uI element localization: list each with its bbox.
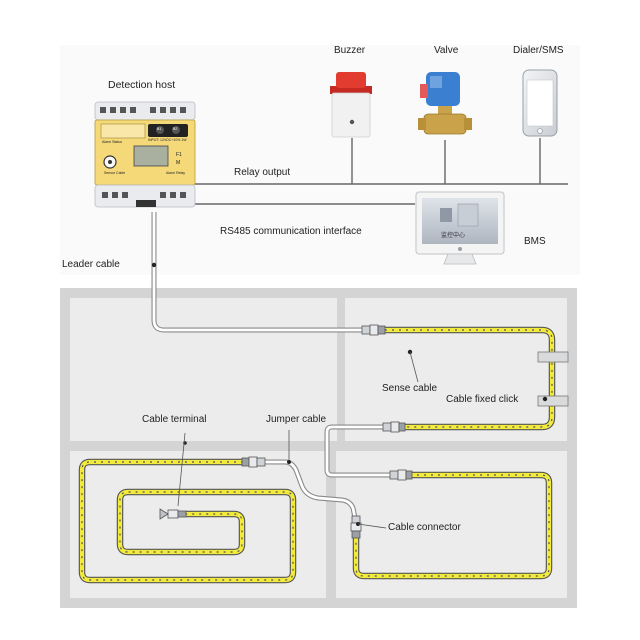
phone-device xyxy=(522,69,558,137)
connector-jumper-lower xyxy=(389,469,413,481)
host-alarm-status: Alarm Status xyxy=(102,140,123,144)
bms-screen-text: 监控中心 xyxy=(441,233,466,239)
buzzer-label: Buzzer xyxy=(334,45,366,56)
host-mark-f1: F1 xyxy=(176,152,182,158)
room-top-left xyxy=(70,298,337,441)
cable-fixed-clicks xyxy=(537,351,569,407)
detection-host-device xyxy=(94,101,196,208)
connector-jumper-upper xyxy=(382,421,406,433)
cable-terminal-end xyxy=(159,508,187,520)
dialer-label: Dialer/SMS xyxy=(513,45,564,56)
valve-device xyxy=(418,72,472,135)
connector-center-vertical xyxy=(350,515,362,539)
buzzer-device xyxy=(330,72,372,138)
bms-monitor xyxy=(415,191,505,265)
cable-terminal-label: Cable terminal xyxy=(142,414,207,425)
host-alarm-relay: Alarm Relay xyxy=(166,171,186,175)
floor-plan xyxy=(60,288,577,608)
valve-label: Valve xyxy=(434,45,459,56)
connector-bottom-left xyxy=(241,456,266,468)
host-button-b1: B1 xyxy=(157,127,162,131)
host-button-b2: B2 xyxy=(173,127,178,131)
host-sensor-cable: Sensor Cable xyxy=(104,171,126,175)
cable-connectors xyxy=(159,324,413,539)
signal-wires xyxy=(190,138,568,205)
relay-output-label: Relay output xyxy=(234,167,291,178)
rs485-label: RS485 communication interface xyxy=(220,226,362,237)
leader-cable-label: Leader cable xyxy=(62,259,120,270)
jumper-cables xyxy=(262,424,392,519)
sense-cable-label: Sense cable xyxy=(382,383,438,394)
host-mark-m: M xyxy=(176,160,181,166)
leader-cable xyxy=(151,212,362,333)
room-top-right xyxy=(345,298,567,441)
host-input-rating: INPUT: 12VDC+10% 1W xyxy=(148,138,187,142)
room-bottom-left xyxy=(70,451,326,598)
detection-host-label: Detection host xyxy=(108,79,176,91)
cable-fixed-click-label: Cable fixed click xyxy=(446,394,519,405)
connector-top-right xyxy=(361,324,386,336)
sense-cables xyxy=(78,326,556,584)
label-leader-lines xyxy=(177,351,419,529)
jumper-cable-label: Jumper cable xyxy=(266,414,327,425)
cable-connector-label: Cable connector xyxy=(388,522,461,533)
bms-label: BMS xyxy=(524,236,546,247)
